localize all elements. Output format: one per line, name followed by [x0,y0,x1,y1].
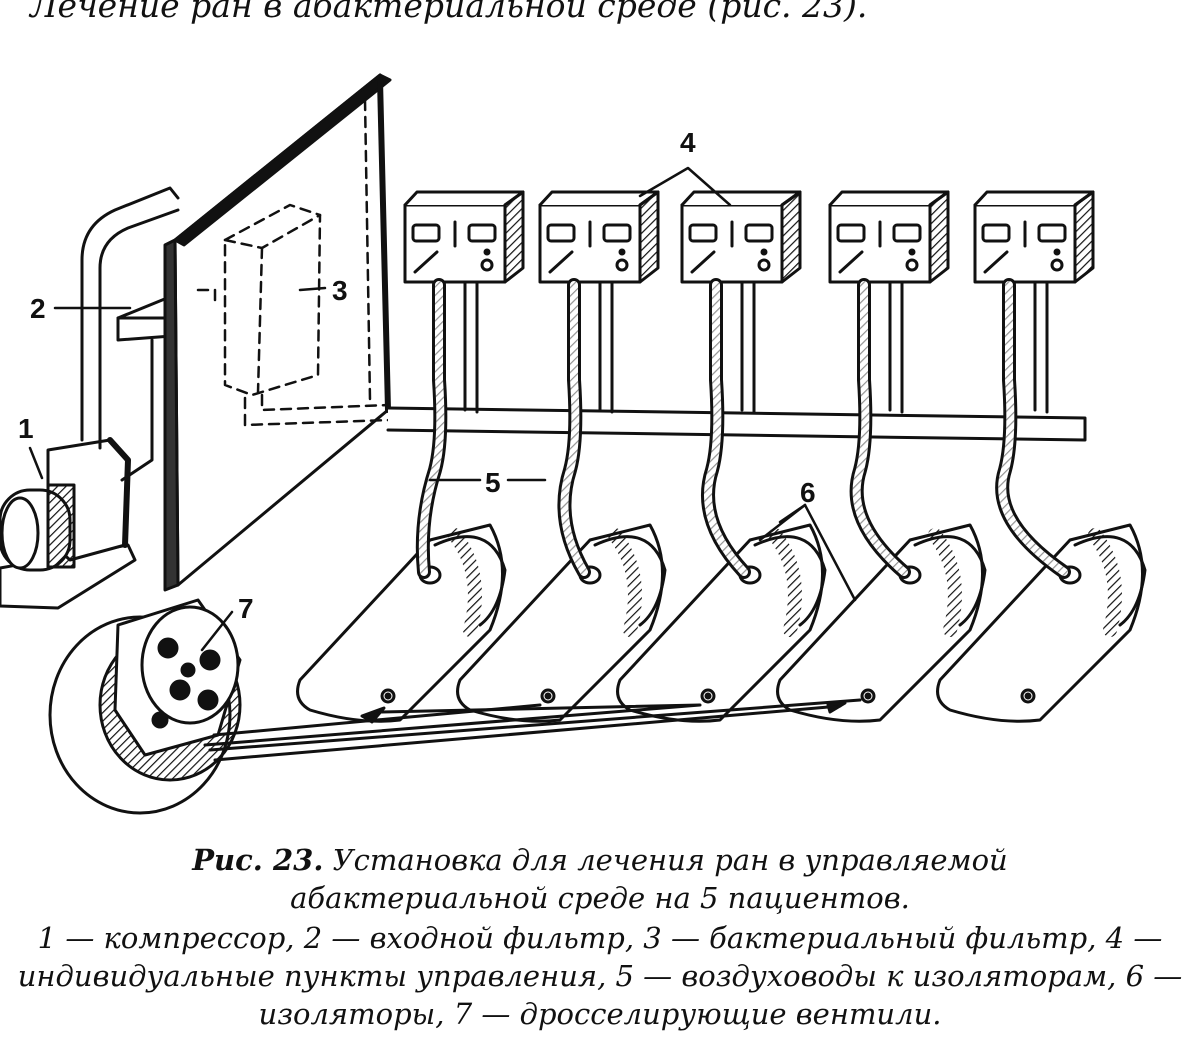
air-manifold [386,406,1087,442]
top-text-line: Лечение ран в абактериальной среде (рис.… [30,0,868,25]
setup-diagram: 1 2 3 4 5 6 7 [0,73,1147,815]
caption-title-line-2: абактериальной среде на 5 пациентов. [290,881,910,915]
label-input-filter: 2 [30,293,46,324]
control-unit [403,190,525,414]
control-unit [538,190,660,414]
figure-caption-title: Рис. 23. Установка для лечения ран в упр… [0,841,1200,917]
isolator [456,523,667,723]
compressor [0,186,180,610]
control-unit [828,190,950,414]
bacterial-filter [196,98,392,427]
label-bacterial-filter: 3 [332,275,348,306]
figure-legend: 1 — компрессор, 2 — входной фильтр, 3 — … [0,919,1200,1033]
partition-wall [163,73,392,592]
air-duct [557,278,591,579]
air-duct [701,278,751,579]
leader-lines [28,166,857,652]
figure-ref: Рис. 23. [192,843,324,877]
label-valves: 7 [238,593,254,624]
air-duct [415,278,448,579]
label-air-ducts: 5 [485,467,501,498]
air-duct [849,278,911,579]
label-compressor: 1 [18,413,34,444]
caption-title-line-1: Установка для лечения ран в управляемой [332,843,1008,877]
control-unit [973,190,1095,414]
label-control-points: 4 [680,127,696,158]
control-unit [680,190,802,414]
label-isolators: 6 [800,477,816,508]
legend-line-2: индивидуальные пункты управления, 5 — во… [17,959,1183,993]
legend-line-3: изоляторы, 7 — дросселирующие вентили. [258,997,942,1031]
air-duct [995,278,1071,579]
throttling-valves [48,598,862,815]
legend-line-1: 1 — компрессор, 2 — входной фильтр, 3 — … [37,921,1163,955]
